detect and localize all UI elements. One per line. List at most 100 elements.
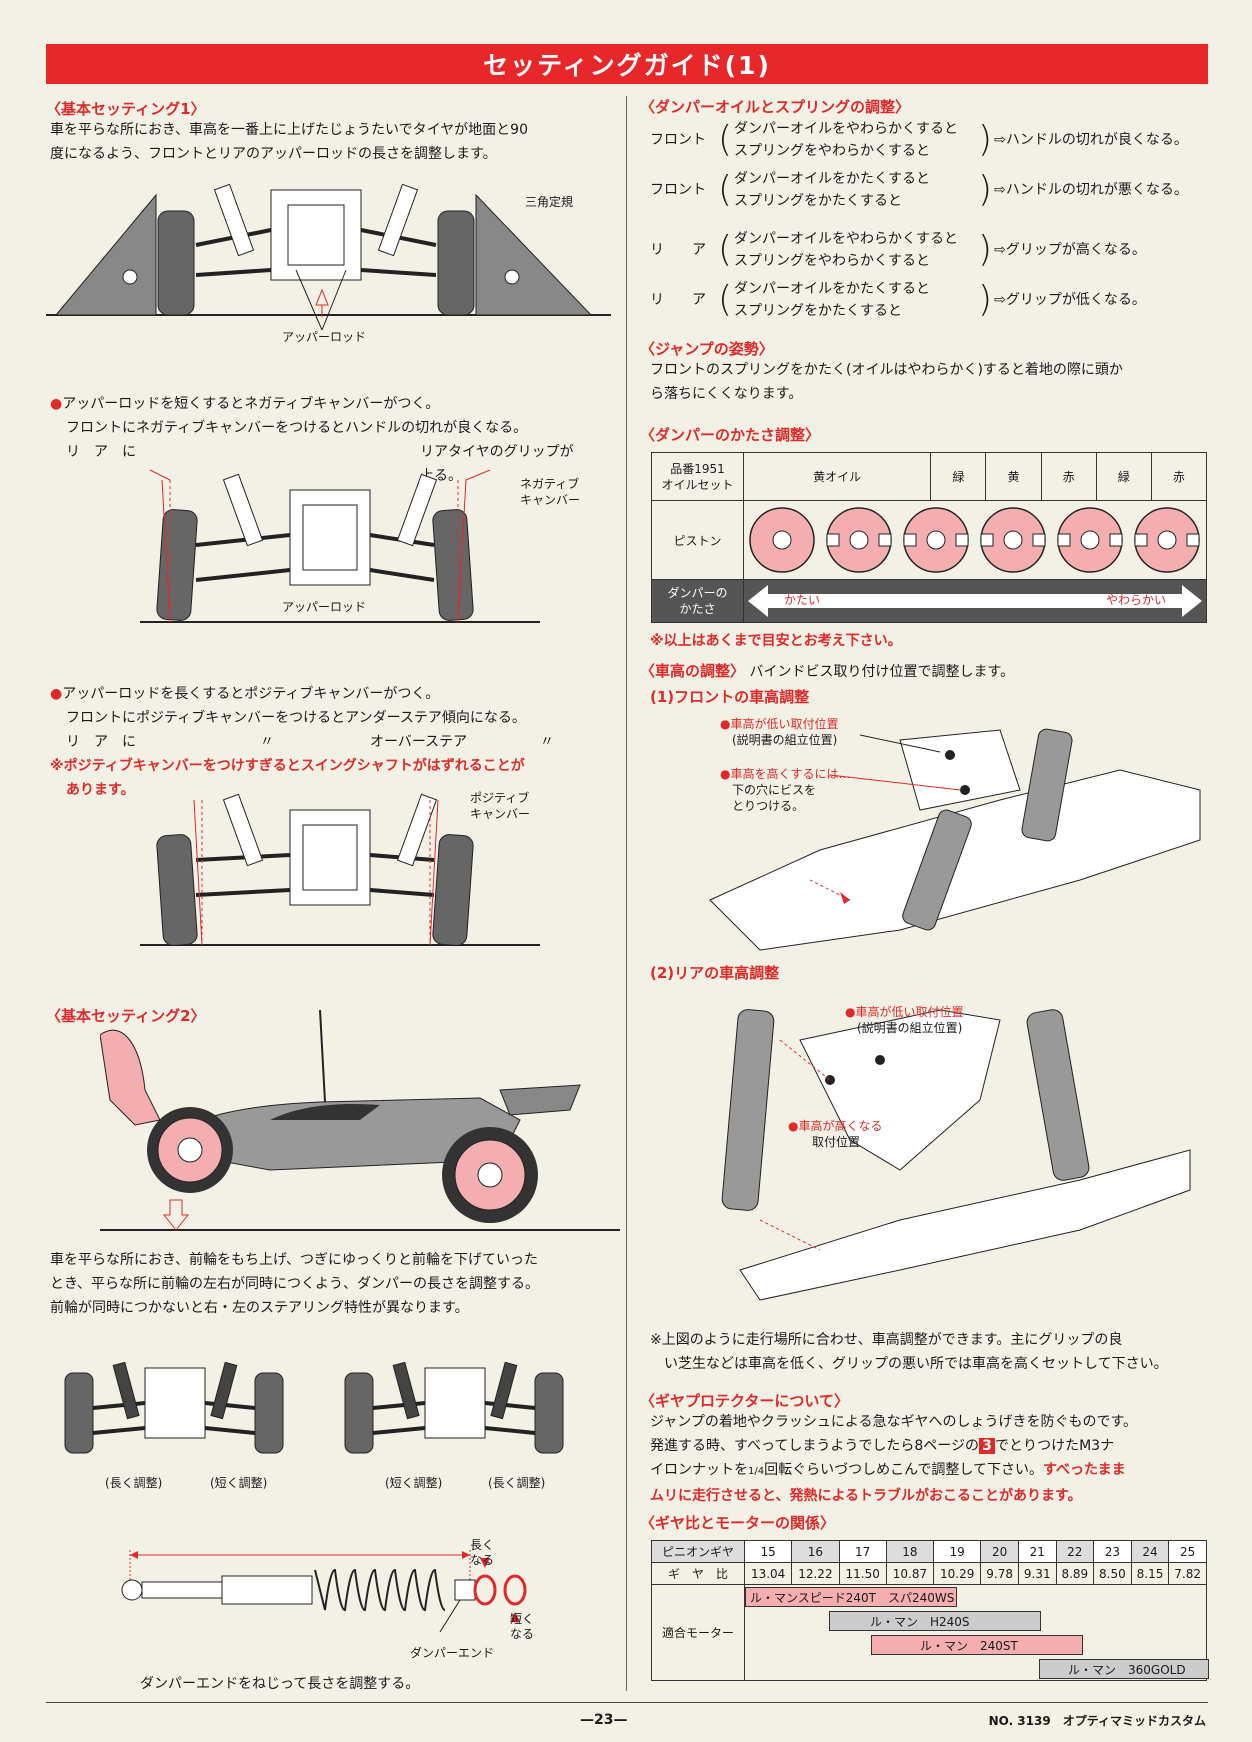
paren-close: ): [978, 119, 993, 160]
basic1-text: 車を平らな所におき、車高を一番上に上げたじょうたいでタイヤが地面と90 度になる…: [50, 118, 528, 166]
gear-ratio-table: ピニオンギヤ 15 16 17 18 19 20 21 22 23 24 25 …: [651, 1540, 1209, 1681]
piston-row: [743, 500, 1207, 580]
damper-oil-heading: 〈ダンパーオイルとスプリングの調整〉: [640, 98, 911, 116]
neg-camber-text: ●アッパーロッドを短くするとネガティブキャンバーがつく。 フロントにネガティブキ…: [50, 392, 586, 484]
ratio-cell: 8.15: [1130, 1562, 1170, 1585]
pinion-cell: 15: [743, 1540, 793, 1563]
pos-line-3: リ ア に: [66, 734, 136, 750]
bullet-icon: ●: [50, 686, 63, 702]
basic2-text: 車を平らな所におき、前輪をもち上げ、つぎにゆっくりと前輪を下げていった とき、平…: [50, 1248, 539, 1320]
ratio-label: ギ ヤ 比: [651, 1562, 745, 1585]
gear-ratio-heading: 〈ギヤ比とモーターの関係〉: [640, 1514, 836, 1532]
jump-line-2: ら落ちにくくなります。: [650, 386, 803, 402]
oil-cell: 赤: [1040, 452, 1097, 501]
neg-camber-diagram: [140, 469, 540, 623]
pinion-row: ピニオンギヤ 15 16 17 18 19 20 21 22 23 24 25: [651, 1540, 1207, 1563]
pos-oversteer: オーバーステア: [370, 734, 468, 750]
hardness-label-1: ダンパーの: [667, 586, 728, 600]
front-high-title: ●車高を高くするには…: [720, 767, 851, 781]
basic1-line-1: 車を平らな所におき、車高を一番上に上げたじょうたいでタイヤが地面と90: [50, 122, 528, 138]
ratio-cell: 8.89: [1055, 1562, 1095, 1585]
ratio-cell: 12.22: [791, 1562, 840, 1585]
front-high-sub-1: 下の穴にビスを: [732, 783, 817, 797]
motor-bar-3: ル・マン 240ST: [871, 1635, 1083, 1655]
height-heading: 〈車高の調整〉: [640, 662, 746, 680]
height-heading-line: 〈車高の調整〉 バインドビス取り付け位置で調整します。: [640, 660, 1014, 681]
damper-row-label: フロント: [650, 182, 706, 198]
paren-close: ): [978, 169, 993, 210]
neg-line-3: リ ア に: [66, 444, 136, 460]
front-low-sub: (説明書の組立位置): [732, 733, 838, 747]
fraction: 1/4: [748, 1466, 765, 1477]
gp-line-3: イロンナットを1/4回転ぐらいづつしめこんで調整して下さい。すべったまま: [650, 1458, 1210, 1484]
paren-open: (: [718, 229, 733, 270]
cond-b: スプリングをかたくすると: [734, 303, 903, 319]
height-note-1: ※上図のように走行場所に合わせ、車高調整ができます。主にグリップの良: [650, 1332, 1123, 1348]
model-number: NO. 3139 オプティマミッドカスタム: [988, 1714, 1206, 1728]
paren-open: (: [718, 119, 733, 160]
front-low-label: ●車高が低い取付位置 (説明書の組立位置): [720, 716, 838, 748]
basic2-line-3: 前輪が同時につかないと右・左のステアリング特性が異なります。: [50, 1300, 469, 1316]
ratio-row: ギ ヤ 比 13.04 12.22 11.50 10.87 10.29 9.78…: [651, 1562, 1207, 1585]
gp-line-1: ジャンプの着地やクラッシュによる急なギヤへのしょうげきを防ぐものです。: [650, 1414, 1138, 1430]
basic2-front-diagrams: [64, 1361, 564, 1454]
damper-row-label: リ ア: [650, 242, 706, 258]
damper-row-result: ⇨グリップが高くなる。: [994, 242, 1146, 258]
pinion-cell: 19: [933, 1540, 982, 1563]
damper-row-result: ⇨グリップが低くなる。: [994, 292, 1146, 308]
pinion-cell: 22: [1055, 1540, 1095, 1563]
basic1-heading: 〈基本セッティング1〉: [46, 100, 206, 118]
neg-line-1: アッパーロッドを短くするとネガティブキャンバーがつく。: [62, 396, 440, 412]
cond-b: スプリングをやわらかくすると: [734, 253, 931, 269]
front-high-sub-2: とりつける。: [732, 799, 805, 813]
pos-line-2: フロントにポジティブキャンバーをつけるとアンダーステア傾向になる。: [66, 710, 526, 726]
piston-icons: [749, 507, 1200, 573]
label-short-adjust-1: (短く調整): [210, 1476, 268, 1490]
step-number-badge: 3: [978, 1438, 995, 1454]
paren-close: ): [978, 229, 993, 270]
pos-camber-label-1: ポジティブ: [470, 791, 530, 805]
column-divider: [626, 96, 627, 1691]
short-label-2: なる: [510, 1627, 535, 1641]
rear-high-title: ●車高が高くなる: [788, 1119, 883, 1133]
gp-line-3b: 回転ぐらいづつしめこんで調整して下さい。: [764, 1462, 1043, 1478]
pos-ditto-2: 〃: [540, 734, 554, 750]
pos-camber-label: ポジティブ キャンバー: [470, 790, 530, 822]
gear-protector-text: ジャンプの着地やクラッシュによる急なギヤへのしょうげきを防ぐものです。 発進する…: [650, 1410, 1210, 1508]
pos-ditto-1: 〃: [260, 734, 274, 750]
damper-row-label: フロント: [650, 132, 706, 148]
ratio-cell: 7.82: [1168, 1562, 1207, 1585]
damper-row-conditions: ダンパーオイルをやわらかくするとスプリングをやわらかくすると: [734, 228, 976, 272]
hardness-arrow-cell: かたい やわらかい: [743, 579, 1207, 623]
height-note: ※上図のように走行場所に合わせ、車高調整ができます。主にグリップの良 い芝生など…: [650, 1328, 1168, 1376]
ratio-cell: 10.29: [933, 1562, 982, 1585]
pinion-label: ピニオンギヤ: [651, 1540, 745, 1563]
triangle-ruler-label: 三角定規: [525, 195, 574, 209]
soft-label: やわらかい: [1105, 593, 1166, 607]
double-arrow-icon: [748, 585, 1202, 617]
damper-caption: ダンパーエンドをねじって長さを調整する。: [140, 1676, 420, 1692]
pos-camber-text: ●アッパーロッドを長くするとポジティブキャンバーがつく。 フロントにポジティブキ…: [50, 682, 586, 802]
damper-row-1: フロント ( ダンパーオイルをやわらかくするとスプリングをやわらかくすると ) …: [650, 118, 1188, 162]
pos-warning-2: あります。: [66, 782, 135, 798]
ratio-cell: 8.50: [1093, 1562, 1132, 1585]
oil-cell: 赤: [1150, 452, 1208, 501]
page-number: —23—: [580, 1712, 628, 1728]
piston-label: ピストン: [651, 500, 744, 580]
neg-camber-label-2: キャンバー: [520, 493, 581, 507]
hardness-label: ダンパーのかたさ: [651, 579, 744, 623]
motor-bar-4: ル・マン 360GOLD: [1039, 1659, 1209, 1679]
basic1-line-2: 度になるよう、フロントとリアのアッパーロッドの長さを調整します。: [50, 146, 497, 162]
title-banner: セッティングガイド(1): [46, 44, 1208, 84]
ratio-cell: 9.31: [1017, 1562, 1057, 1585]
rear-low-sub: (説明書の組立位置): [857, 1021, 963, 1035]
paren-open: (: [718, 169, 733, 210]
hard-label: かたい: [784, 593, 821, 607]
front-high-label: ●車高を高くするには… 下の穴にビスを とりつける。: [720, 766, 850, 814]
basic2-heading: 〈基本セッティング2〉: [46, 1007, 206, 1025]
gp-line-2b: でとりつけたM3ナ: [994, 1438, 1115, 1454]
bullet-icon: ●: [50, 396, 63, 412]
pinion-cell: 16: [791, 1540, 840, 1563]
hardness-note: ※以上はあくまで目安とお考え下さい。: [650, 633, 902, 649]
gp-line-2a: 発進する時、すべってしまうようでしたら8ページの: [650, 1438, 979, 1454]
